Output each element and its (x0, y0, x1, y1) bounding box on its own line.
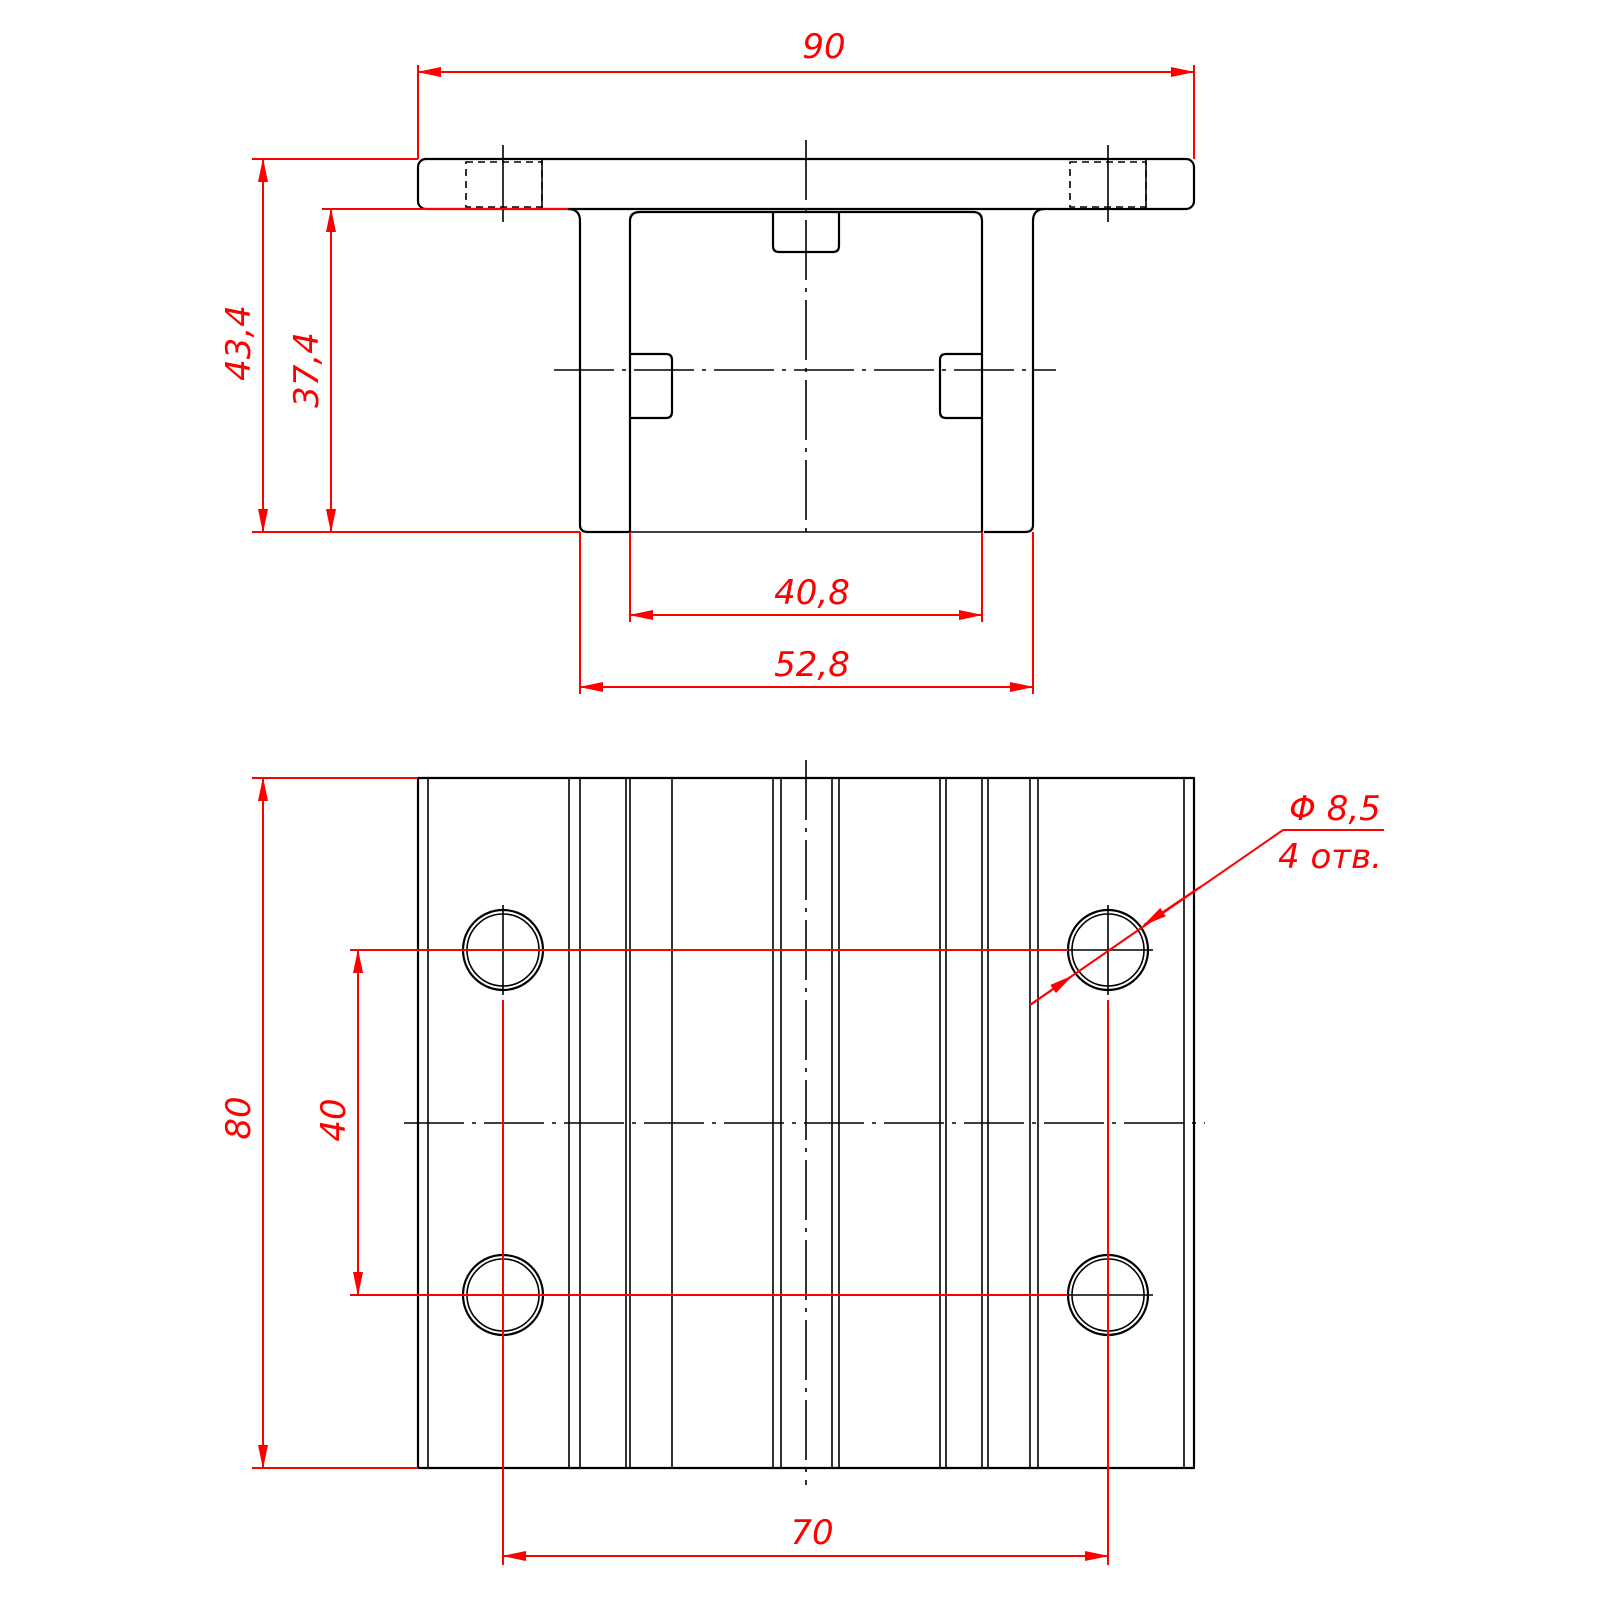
hole-count-label: 4 отв. (1278, 837, 1382, 877)
diameter-label: Φ 8,5 (1289, 789, 1381, 829)
left-slot (630, 352, 674, 420)
plan-view (404, 760, 1205, 1485)
front-view (416, 140, 1196, 540)
hidden-hole-left (465, 161, 543, 208)
dim-70-label: 70 (790, 1513, 833, 1553)
dim-37-4-label: 37,4 (287, 332, 327, 408)
dim-80-label: 80 (219, 1096, 259, 1139)
dim-40-label: 40 (314, 1098, 354, 1141)
dim-40-8-label: 40,8 (774, 573, 850, 613)
body-outer-right-wall (984, 207, 1046, 534)
right-slot (938, 352, 982, 420)
dim-52-8-label: 52,8 (774, 645, 850, 685)
dimensions: 90 43,4 37,4 40,8 52,8 80 40 7 (219, 27, 1384, 1565)
dim-43-4-label: 43,4 (219, 305, 259, 381)
dim-90-label: 90 (802, 27, 845, 67)
body-outer-left-wall (567, 207, 630, 534)
